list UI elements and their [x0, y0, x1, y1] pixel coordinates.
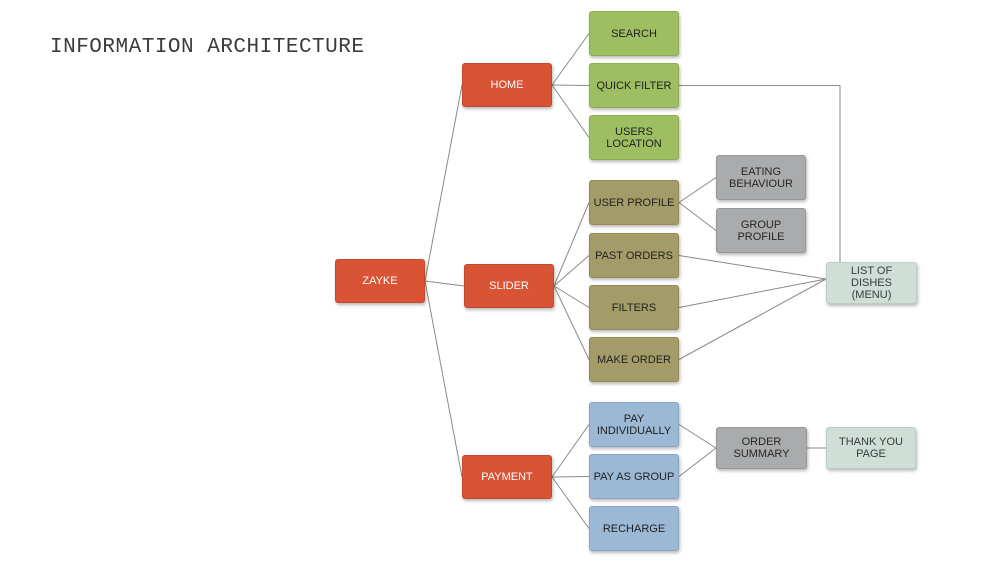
edge-payment-paygroup: [551, 476, 590, 478]
node-recharge[interactable]: RECHARGE: [589, 506, 679, 551]
edge-slider-profile: [553, 202, 590, 287]
node-pay-as-group[interactable]: PAY AS GROUP: [589, 454, 679, 499]
edge-profile-group: [678, 202, 717, 231]
node-make-order[interactable]: MAKE ORDER: [589, 337, 679, 382]
node-past-orders[interactable]: PAST ORDERS: [589, 233, 679, 278]
node-thank-you-page[interactable]: THANK YOU PAGE: [826, 427, 916, 469]
edge-slider-filters: [553, 285, 590, 308]
node-slider[interactable]: SLIDER: [464, 264, 554, 308]
node-zayke[interactable]: ZAYKE: [335, 259, 425, 303]
node-payment[interactable]: PAYMENT: [462, 455, 552, 499]
node-list-of-dishes[interactable]: LIST OF DISHES (MENU): [826, 262, 917, 304]
edge-payment-recharge: [551, 476, 590, 529]
edge-make-menu: [678, 278, 827, 360]
node-order-summary[interactable]: ORDER SUMMARY: [716, 427, 807, 469]
node-home[interactable]: HOME: [462, 63, 552, 107]
node-user-profile[interactable]: USER PROFILE: [589, 180, 679, 225]
edge-paygroup-summary: [678, 447, 717, 477]
edge-past-menu: [678, 255, 827, 280]
edge-zayke-payment: [424, 280, 463, 478]
edge-profile-eating: [678, 177, 717, 203]
node-group-profile[interactable]: GROUP PROFILE: [716, 208, 806, 253]
edge-filters-menu: [678, 278, 827, 308]
edge-slider-make: [553, 285, 590, 360]
node-filters[interactable]: FILTERS: [589, 285, 679, 330]
node-quick-filter[interactable]: QUICK FILTER: [589, 63, 679, 108]
edge-quick-menu: [679, 85, 841, 262]
edge-payind-summary: [678, 424, 717, 449]
node-pay-individually[interactable]: PAY INDIVIDUALLY: [589, 402, 679, 447]
page-title: INFORMATION ARCHITECTURE: [50, 36, 365, 59]
edge-payment-payind: [551, 424, 590, 478]
node-eating-behaviour[interactable]: EATING BEHAVIOUR: [716, 155, 806, 200]
node-search[interactable]: SEARCH: [589, 11, 679, 56]
edge-zayke-home: [424, 84, 463, 282]
edge-slider-past: [553, 255, 590, 287]
edge-home-search: [551, 33, 590, 86]
node-users-location[interactable]: USERS LOCATION: [589, 115, 679, 160]
edge-home-quick: [551, 84, 590, 86]
edge-home-loc: [551, 84, 590, 138]
edge-zayke-slider: [424, 280, 465, 287]
